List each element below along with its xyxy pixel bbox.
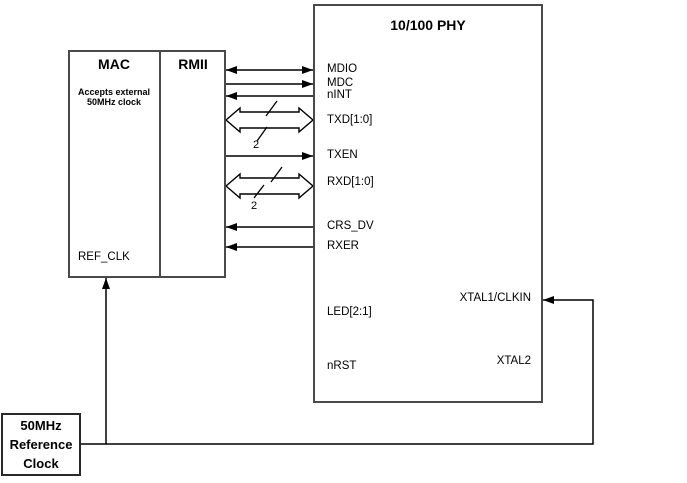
pin-led: LED[2:1] <box>327 306 372 318</box>
pin-nrst: nRST <box>327 360 357 372</box>
rxd-bus-width-label: 2 <box>250 200 258 212</box>
pin-xtal2: XTAL2 <box>496 355 531 367</box>
bus-tick-txd-bottom <box>256 126 268 142</box>
clock-source-line1: 50MHz <box>20 418 62 433</box>
pin-xtal1-clkin: XTAL1/CLKIN <box>459 292 531 304</box>
txd-bus-width-label: 2 <box>252 139 260 151</box>
mac-rmii-box <box>68 50 226 278</box>
pin-mdc: MDC <box>327 77 354 89</box>
clock-source-box: 50MHz Reference Clock <box>1 413 81 476</box>
pin-txen: TXEN <box>327 149 358 161</box>
pin-mdio: MDIO <box>327 63 358 75</box>
pin-crs-dv: CRS_DV <box>327 220 374 232</box>
phy-title: 10/100 PHY <box>390 17 466 33</box>
pin-ref-clk: REF_CLK <box>78 251 130 263</box>
mac-title: MAC <box>98 56 130 72</box>
bus-arrow-rxd <box>224 172 315 200</box>
pin-rxer: RXER <box>327 240 359 252</box>
pin-txd: TXD[1:0] <box>327 114 373 126</box>
mac-rmii-divider <box>159 50 161 278</box>
rmii-title: RMII <box>178 56 208 72</box>
pin-nint: nINT <box>327 89 352 101</box>
bus-tick-rxd-top <box>270 166 283 183</box>
pin-rxd: RXD[1:0] <box>327 176 374 188</box>
phy-box <box>313 4 543 403</box>
bus-tick-rxd-bottom <box>253 184 265 199</box>
mac-note-line1: Accepts external <box>77 87 151 97</box>
clock-source-line3: Clock <box>23 456 59 471</box>
clock-source-line2: Reference <box>9 437 73 452</box>
wire-clock-to-xtal1 <box>81 296 594 445</box>
mac-note-line2: 50MHz clock <box>86 97 142 107</box>
bus-tick-txd-top <box>265 100 278 117</box>
